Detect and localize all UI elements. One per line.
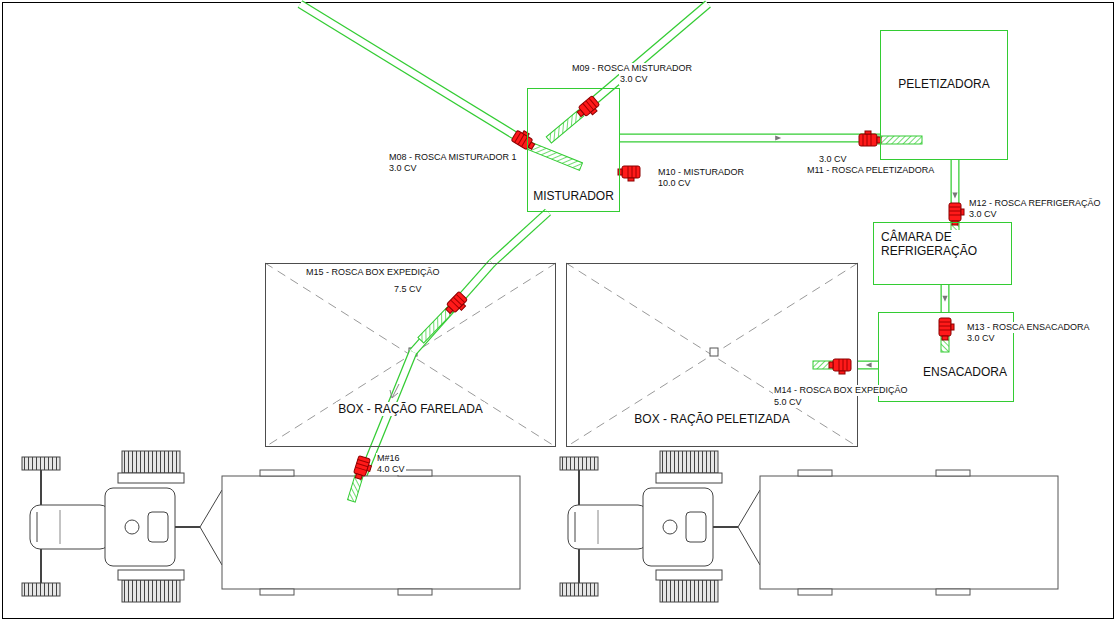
- node-label: PELETIZADORA: [896, 77, 991, 91]
- conveyor-tube: [620, 135, 880, 142]
- motor-label: M15 - ROSCA BOX EXPEDIÇÃO: [305, 267, 441, 278]
- motor-label: M08 - ROSCA MISTURADOR 1: [388, 152, 518, 163]
- motor-label: M#16: [376, 453, 401, 464]
- box-diagonals: [265, 263, 858, 447]
- tractor-trailer: [22, 451, 520, 602]
- drawing-part: [859, 131, 881, 146]
- storage-box: BOX - RAÇÃO PELETIZADA: [566, 263, 858, 447]
- motor-label: M11 - ROSCA PELETIZADORA: [806, 165, 935, 176]
- node-label: BOX - RAÇÃO FARELADA: [336, 402, 485, 416]
- node-label: CÂMARA DE REFRIGERAÇÃO: [879, 230, 979, 259]
- motor-label: 3.0 CV: [388, 163, 418, 174]
- drawing-part: [444, 291, 470, 317]
- drawing-part: [566, 263, 858, 447]
- drawing-part: [529, 142, 583, 170]
- conveyor-tube: [858, 362, 878, 369]
- motor-label: M14 - ROSCA BOX EXPEDIÇÃO: [773, 385, 909, 396]
- machine-box: MISTURADOR: [527, 88, 620, 212]
- motor-label: 7.5 CV: [393, 284, 423, 295]
- screw-ends: [348, 110, 959, 502]
- motor-label: 10.0 CV: [657, 178, 692, 189]
- motor-label: M13 - ROSCA ENSACADORA: [966, 322, 1091, 333]
- drawing-part: [878, 136, 922, 144]
- conveyor-tube: [492, 212, 548, 263]
- drawing-part: [418, 307, 453, 343]
- drawing-part: [618, 166, 640, 181]
- motor-label: 3.0 CV: [966, 333, 996, 344]
- screw-conveyor: [858, 362, 878, 367]
- flow-arrowhead: [866, 362, 872, 367]
- drawing-part: [300, 4, 514, 135]
- drawing-part: [595, 4, 708, 100]
- box-outlet: [710, 348, 718, 356]
- drawing-part: [546, 110, 583, 143]
- machine-box: CÂMARA DE REFRIGERAÇÃO: [873, 222, 1012, 285]
- drawing-part: [829, 359, 851, 374]
- conveyor-tube: [941, 285, 950, 312]
- motor-label: 3.0 CV: [619, 74, 649, 85]
- drawing-part: [352, 456, 373, 481]
- motors: [352, 96, 964, 481]
- motor-label: 3.0 CV: [968, 209, 998, 220]
- flow-arrowhead: [942, 296, 947, 302]
- conveyor-tube: [942, 285, 949, 312]
- flow-arrowhead: [952, 192, 957, 198]
- drawing-part: [511, 128, 538, 152]
- motor-label: M09 - ROSCA MISTURADOR: [571, 63, 693, 74]
- node-label: ENSACADORA: [921, 365, 1009, 379]
- drawing-part: [566, 263, 858, 447]
- motor-label: M12 - ROSCA REFRIGERAÇÃO: [968, 198, 1102, 209]
- motor-label: M10 - MISTURADOR: [657, 167, 745, 178]
- drawing-part: [939, 318, 954, 340]
- flow-arrowhead: [775, 135, 781, 140]
- conveyor-tube: [492, 212, 548, 263]
- conveyor-tube: [620, 134, 880, 143]
- conveyor-tube: [858, 361, 878, 370]
- tractor-trailer: [560, 451, 1058, 602]
- node-label: BOX - RAÇÃO PELETIZADA: [632, 412, 791, 426]
- flow-arrow: [390, 384, 399, 398]
- drawing-part: [595, 4, 708, 100]
- motor-label: 5.0 CV: [773, 397, 803, 408]
- drawing-part: [300, 4, 514, 135]
- screw-conveyor: [492, 212, 548, 263]
- screw-conveyor: [620, 135, 880, 140]
- drawing-part: [575, 96, 601, 122]
- node-label: MISTURADOR: [531, 189, 616, 203]
- screw-conveyor: [942, 285, 947, 312]
- motor-label: 3.0 CV: [818, 154, 848, 165]
- machine-box: PELETIZADORA: [880, 30, 1008, 160]
- motor-label: 4.0 CV: [376, 464, 406, 475]
- sheet-frame: [3, 3, 1114, 619]
